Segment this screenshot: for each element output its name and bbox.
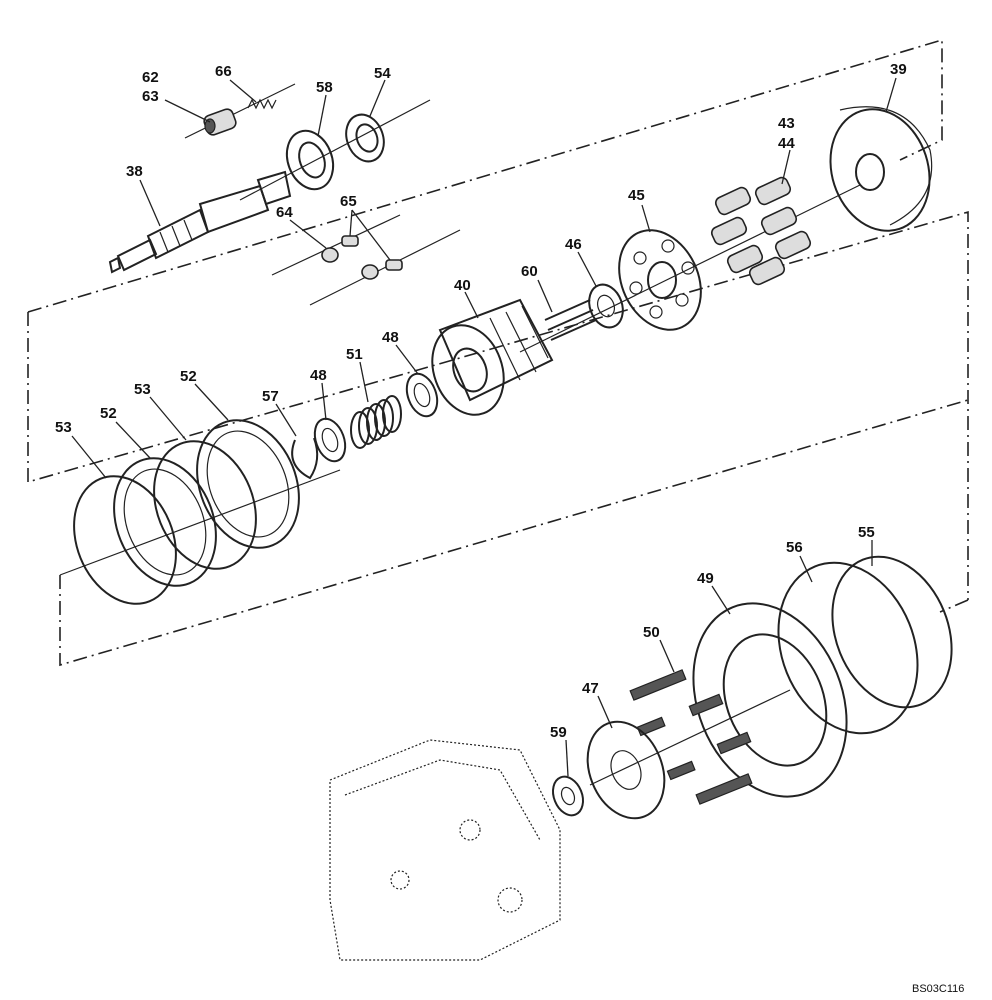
bearing-58 [285, 129, 335, 191]
callout-labels: 62 63 66 58 54 39 43 44 38 64 65 45 46 6… [55, 61, 907, 741]
axis-lines [59, 83, 861, 786]
callout-53-front: 53 [55, 419, 72, 436]
callout-58: 58 [316, 79, 333, 96]
callout-66: 66 [215, 63, 232, 80]
plate-39 [829, 106, 933, 232]
cylinder-block-40 [431, 298, 554, 416]
callout-62: 62 [142, 69, 159, 86]
callout-43: 43 [778, 115, 795, 132]
callout-63: 63 [142, 88, 159, 105]
pins-64-65 [321, 235, 403, 280]
group-boundary [27, 38, 969, 667]
o-ring-55 [831, 555, 953, 709]
housing-block [329, 739, 561, 961]
housing-ring-49 [692, 602, 848, 798]
callout-64: 64 [276, 204, 293, 221]
reference-code: BS03C116 [912, 983, 964, 995]
washer-48-right [405, 372, 439, 418]
callout-46: 46 [565, 236, 582, 253]
bearing-59 [552, 775, 584, 817]
callout-52-front: 52 [100, 405, 117, 422]
spring-66 [247, 98, 277, 110]
o-ring-56 [777, 561, 919, 735]
pistons-43-44 [710, 176, 812, 286]
snap-ring-57 [291, 437, 319, 480]
callout-65: 65 [340, 193, 357, 210]
shaft-38 [108, 170, 292, 274]
callout-53-back: 53 [134, 381, 151, 398]
friction-plates-52-53 [73, 419, 300, 605]
callout-59: 59 [550, 724, 567, 741]
seal-54 [345, 113, 385, 163]
callout-48-right: 48 [382, 329, 399, 346]
callout-40: 40 [454, 277, 471, 294]
plug-62-63 [203, 108, 237, 136]
callout-52-back: 52 [180, 368, 197, 385]
bolts-50 [629, 669, 753, 805]
callout-54: 54 [374, 65, 391, 82]
callout-38: 38 [126, 163, 143, 180]
leader-lines [71, 77, 897, 777]
callout-56: 56 [786, 539, 803, 556]
callout-45: 45 [628, 187, 645, 204]
flange-47 [586, 720, 666, 820]
pins-60 [544, 299, 597, 341]
callout-49: 49 [697, 570, 714, 587]
retainer-plate-45 [618, 229, 702, 331]
callout-39: 39 [890, 61, 907, 78]
callout-51: 51 [346, 346, 363, 363]
callout-47: 47 [582, 680, 599, 697]
callout-60: 60 [521, 263, 538, 280]
callout-48-left: 48 [310, 367, 327, 384]
callout-57: 57 [262, 388, 279, 405]
callout-55: 55 [858, 524, 875, 541]
callout-44: 44 [778, 135, 795, 152]
spring-51 [350, 395, 402, 449]
callout-50: 50 [643, 624, 660, 641]
